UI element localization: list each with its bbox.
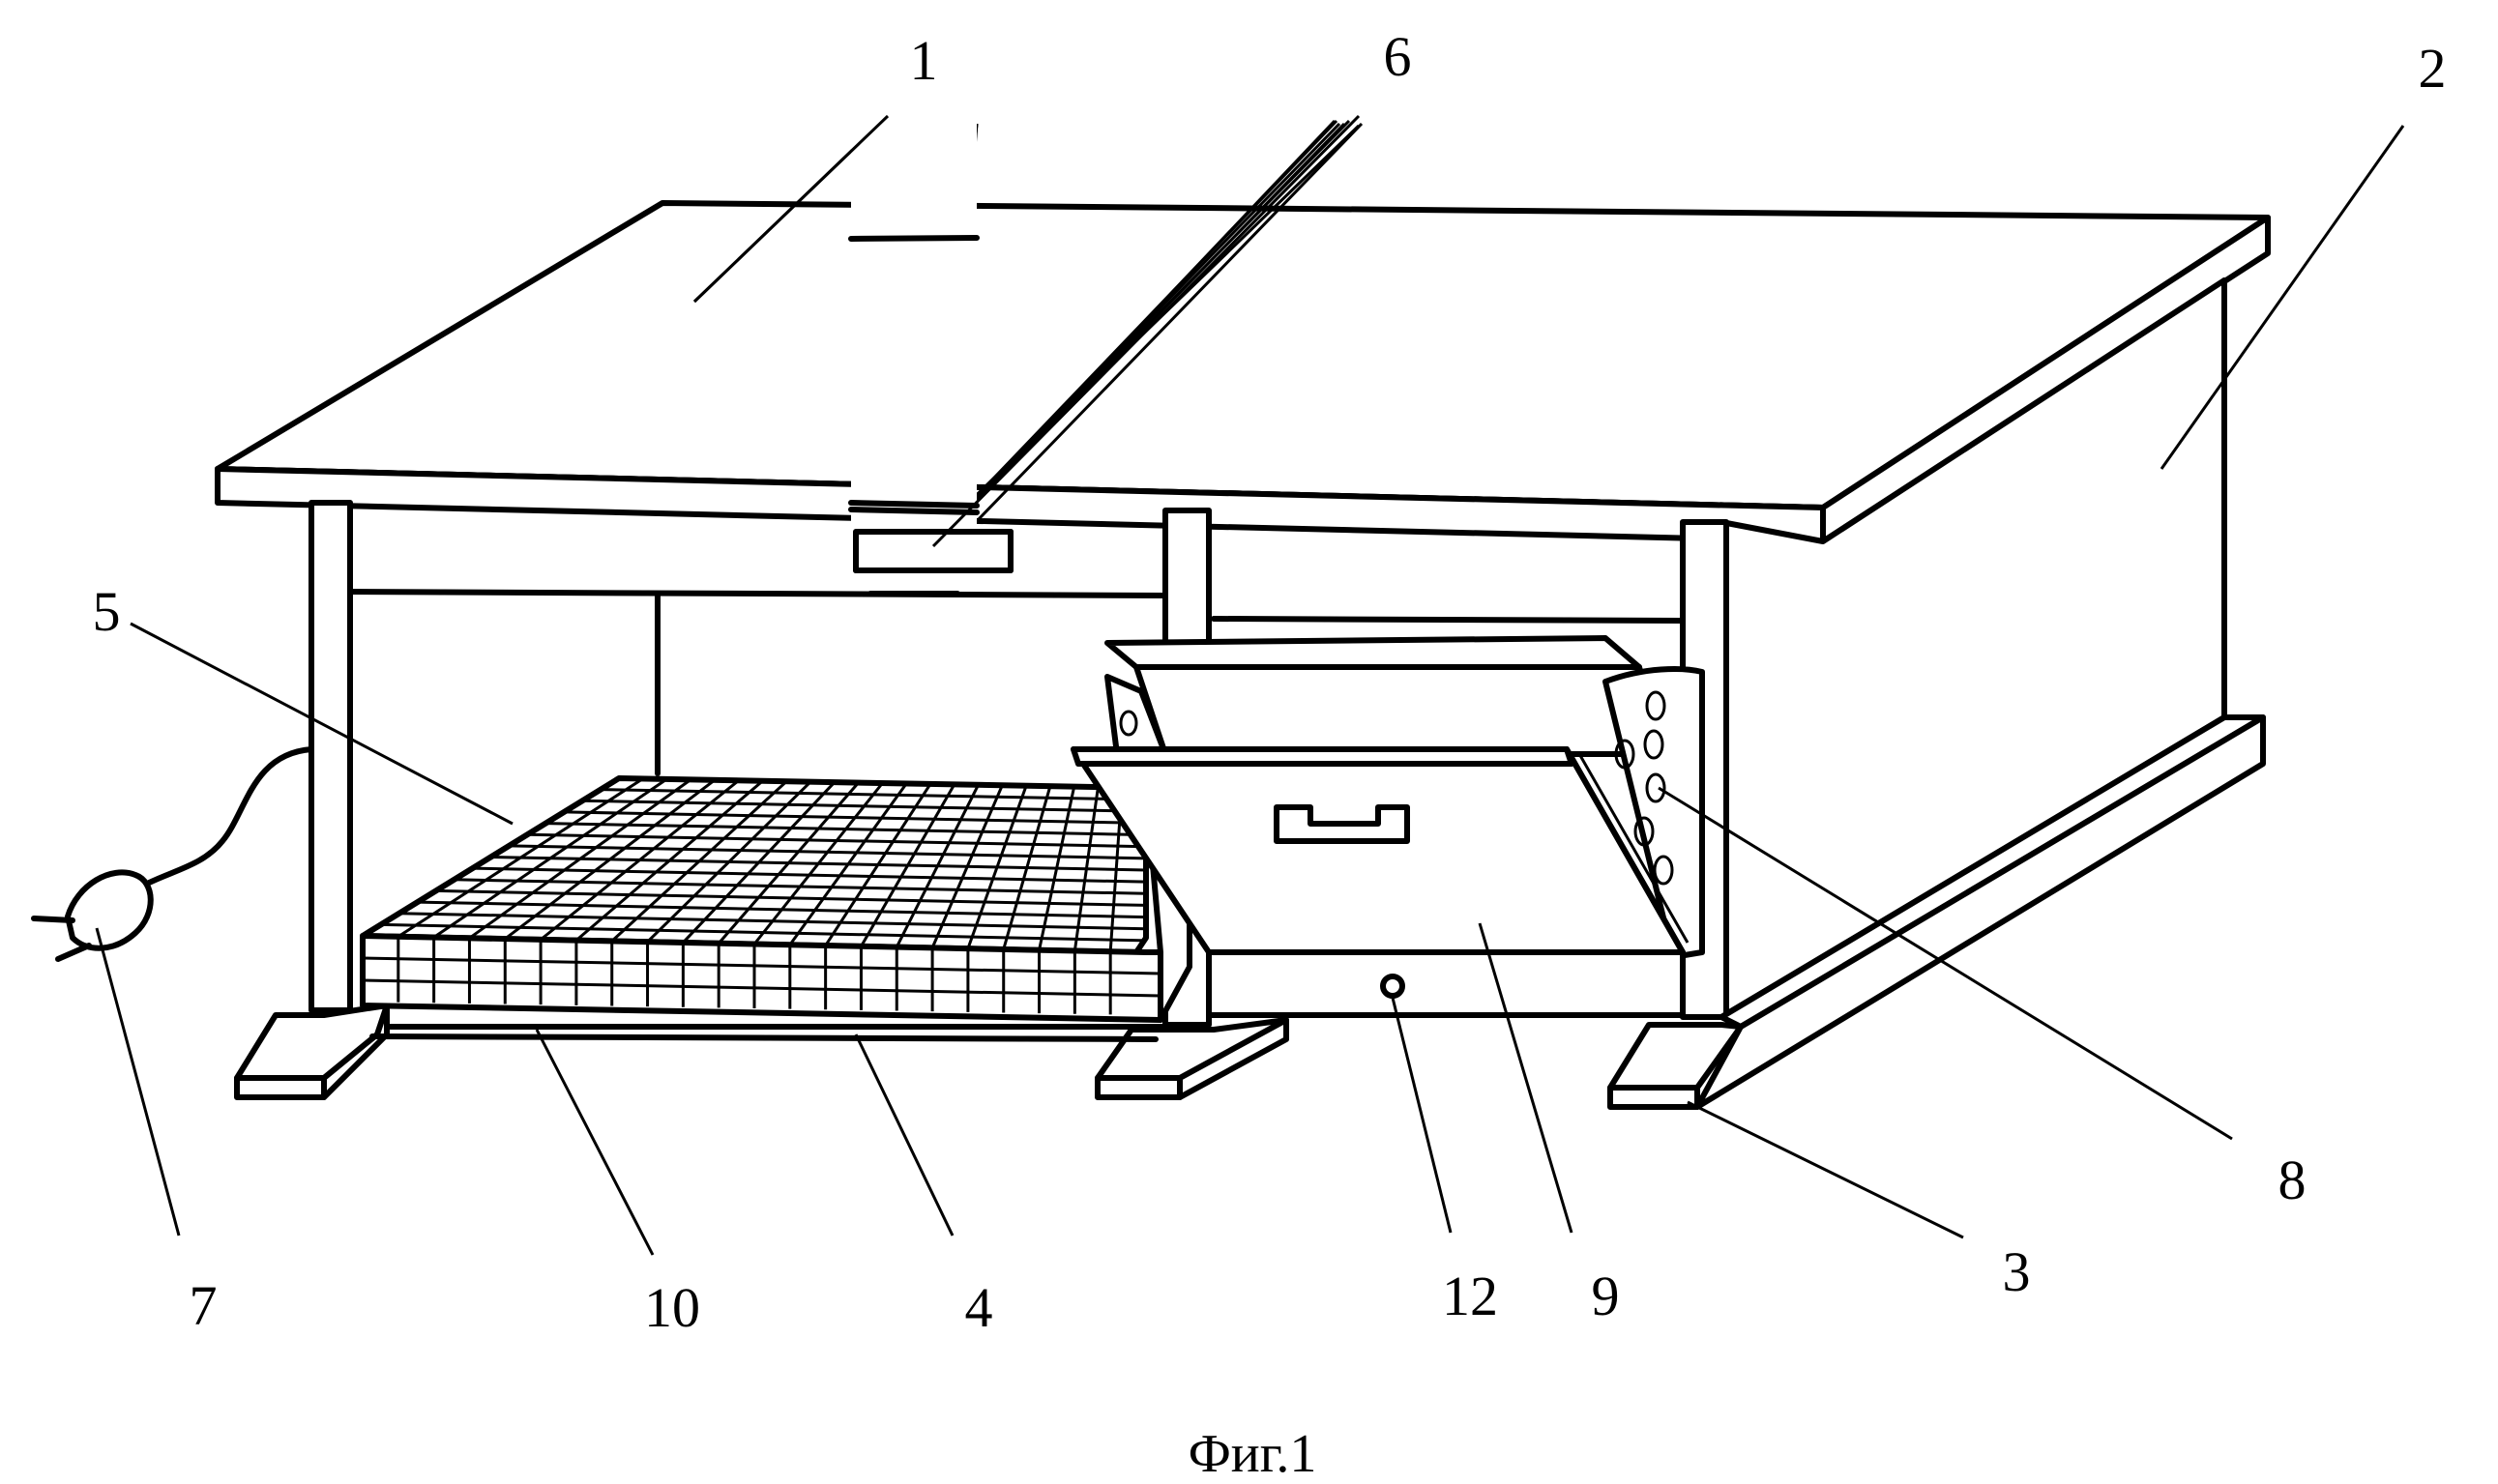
leader-4 [856, 1034, 953, 1236]
leader-10 [537, 1030, 653, 1255]
leader-7 [97, 928, 179, 1236]
label-5: 5 [93, 580, 121, 643]
label-3: 3 [2003, 1240, 2031, 1303]
label-4: 4 [965, 1276, 993, 1339]
label-9: 9 [1592, 1265, 1620, 1327]
leader-3 [1688, 1102, 1963, 1237]
leader-2 [2161, 126, 2403, 469]
leader-6 [933, 116, 1359, 546]
leader-5 [131, 624, 513, 824]
leader-9 [1480, 923, 1572, 1233]
label-6: 6 [1384, 25, 1412, 88]
label-10: 10 [644, 1276, 700, 1339]
label-7: 7 [190, 1274, 218, 1337]
label-1: 1 [910, 29, 938, 92]
leader-12 [1393, 998, 1451, 1233]
figure-caption: Фиг.1 [1189, 1424, 1317, 1484]
leader-8 [1659, 788, 2232, 1139]
label-8: 8 [2278, 1149, 2307, 1211]
label-12: 12 [1442, 1265, 1498, 1327]
label-2: 2 [2419, 37, 2447, 100]
